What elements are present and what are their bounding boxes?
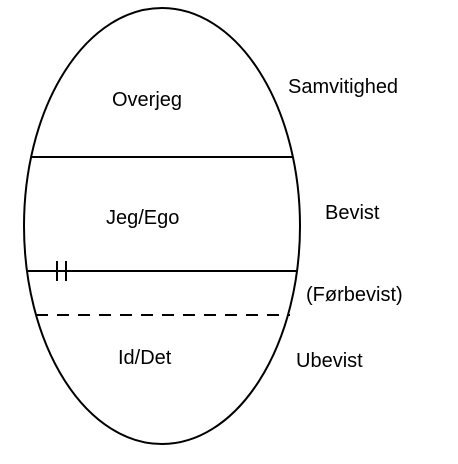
label-superego: Overjeg	[112, 89, 182, 111]
label-unconscious: Ubevist	[296, 350, 363, 372]
psyche-ellipse	[23, 7, 301, 445]
label-ego: Jeg/Ego	[106, 207, 179, 229]
label-conscience: Samvitighed	[288, 76, 398, 98]
label-id: Id/Det	[118, 347, 172, 369]
label-preconscious: (Førbevist)	[306, 284, 403, 306]
label-conscious: Bevist	[325, 202, 380, 224]
